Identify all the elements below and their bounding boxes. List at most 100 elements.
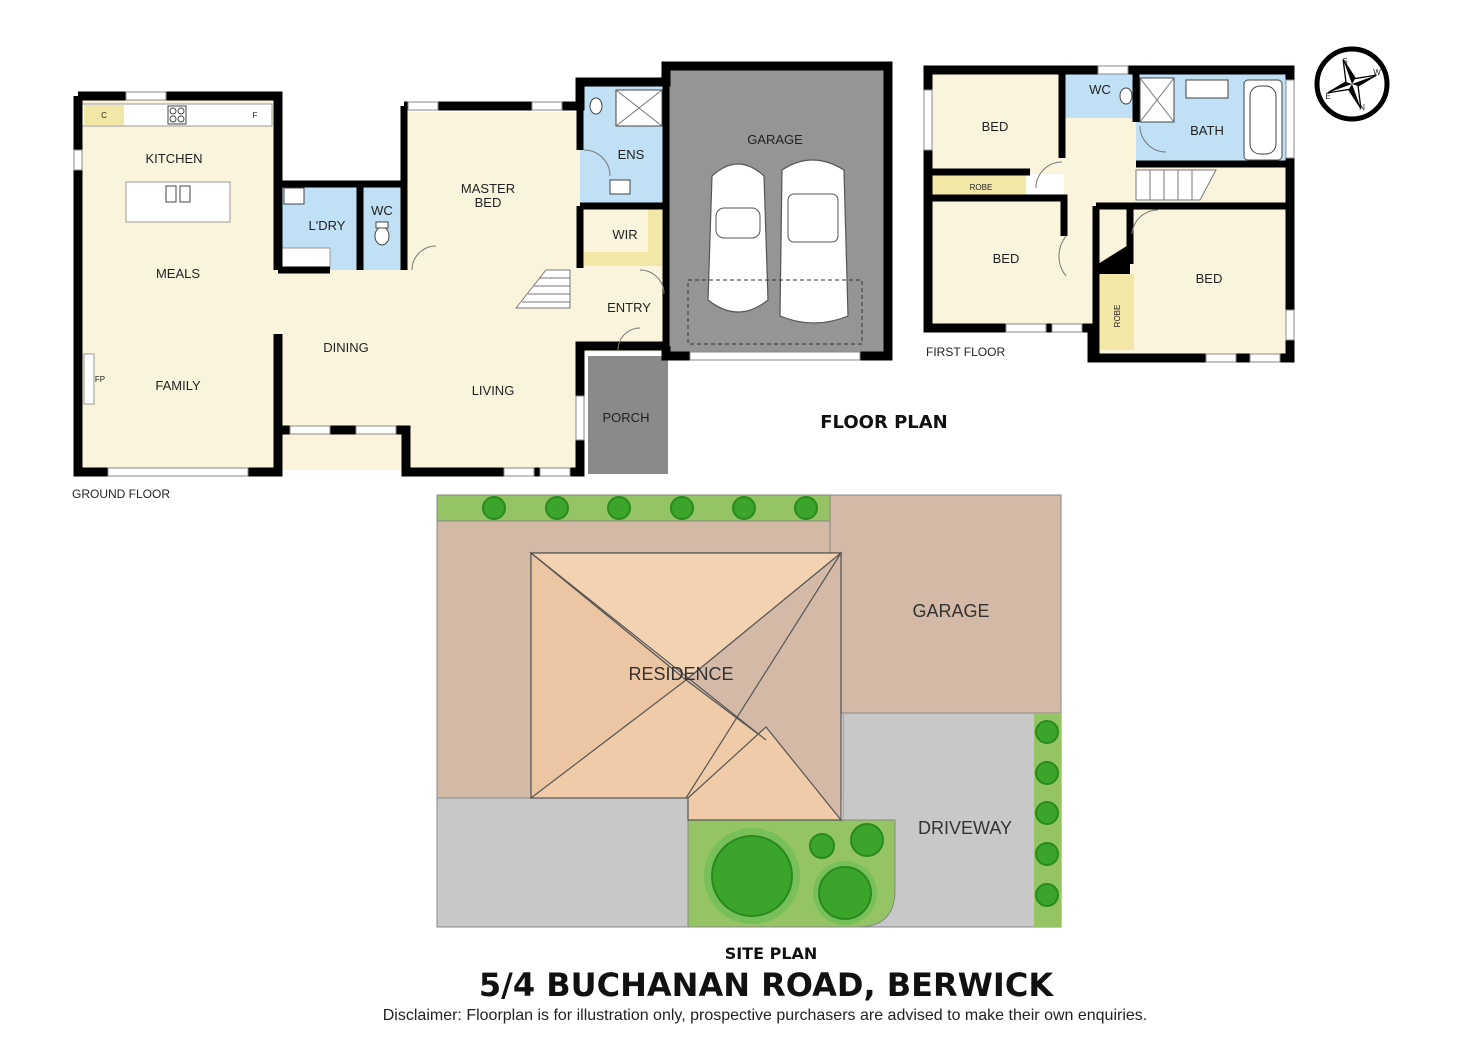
door-swing <box>1035 161 1063 189</box>
residence-roof <box>529 551 843 822</box>
porch-area <box>588 356 668 474</box>
compass-rose-icon: S W E N <box>1314 46 1390 122</box>
site-label-residence: RESIDENCE <box>628 664 733 684</box>
wir-shelf-side <box>648 206 662 266</box>
window <box>1285 309 1295 341</box>
room-label-meals: MEALS <box>156 266 200 281</box>
room-label-porch: PORCH <box>603 410 650 425</box>
stairs <box>1135 169 1217 201</box>
room-label-laundry: L'DRY <box>309 218 346 233</box>
sink-icon <box>165 185 177 203</box>
window <box>355 425 397 435</box>
garage-door-line <box>687 279 863 345</box>
door-swing <box>1139 125 1167 153</box>
room-label-dining: DINING <box>323 340 369 355</box>
window <box>125 91 167 101</box>
room-label-wc-upper: WC <box>1089 82 1111 97</box>
fireplace-label: FP <box>95 375 105 384</box>
room-label-wc: WC <box>371 203 393 218</box>
wir-shelf <box>584 252 662 266</box>
room-label-robe-1: ROBE <box>970 183 993 192</box>
toilet-icon <box>374 226 390 246</box>
site-plan: RESIDENCE GARAGE DRIVEWAY <box>436 494 1062 928</box>
toilet-icon <box>1119 87 1133 105</box>
window <box>575 395 585 441</box>
sink-icon <box>179 185 191 203</box>
door-swing <box>617 327 641 351</box>
window <box>1205 353 1237 363</box>
window <box>73 149 83 171</box>
stairs <box>514 269 571 309</box>
robe2-area <box>1100 274 1134 350</box>
disclaimer-text: Disclaimer: Floorplan is for illustratio… <box>383 1007 1147 1024</box>
window <box>107 467 249 477</box>
room-label-bed-2: BED <box>993 251 1020 266</box>
garage-area <box>666 70 884 352</box>
room-label-garage: GARAGE <box>747 132 803 147</box>
car-icon <box>779 159 849 324</box>
room-label-robe-2: ROBE <box>1113 305 1122 328</box>
room-label-master-bed-line2: BED <box>475 195 502 210</box>
room-label-bed-3: BED <box>1196 271 1223 286</box>
property-address-title: 5/4 BUCHANAN ROAD, BERWICK <box>479 966 1054 1004</box>
site-plan-heading: SITE PLAN <box>725 944 818 963</box>
window <box>531 101 563 111</box>
site-label-garage: GARAGE <box>912 601 989 621</box>
vanity-icon <box>1185 79 1229 99</box>
site-label-driveway: DRIVEWAY <box>918 818 1012 838</box>
window <box>407 101 439 111</box>
door-swing <box>411 245 437 271</box>
room-label-living: LIVING <box>472 383 515 398</box>
window <box>503 467 535 477</box>
ground-floor-plan: C F KITCHEN MEALS FAMILY FP L'DRY WC MAS… <box>72 61 893 501</box>
ground-interior-wall <box>278 82 670 350</box>
first-exterior-wall <box>923 65 1295 363</box>
first-interior-wall <box>928 74 1286 358</box>
window <box>1051 323 1083 333</box>
pantry-c <box>84 105 124 125</box>
compass-letter-n: N <box>1359 103 1365 112</box>
toilet-icon <box>589 97 603 115</box>
compass-letter-e: E <box>1325 92 1330 101</box>
room-label-family: FAMILY <box>155 378 201 393</box>
door-swing <box>1131 209 1159 235</box>
robe1-area <box>932 174 1026 198</box>
window <box>923 89 933 151</box>
site-garage-roof <box>829 494 1062 714</box>
window <box>539 467 571 477</box>
entry-area <box>580 268 666 352</box>
floor-label-ground: GROUND FLOOR <box>72 487 170 501</box>
bed1-area <box>932 74 1064 174</box>
compass-letter-s: S <box>1342 57 1347 66</box>
floor-label-first: FIRST FLOOR <box>926 345 1005 359</box>
garden-trees <box>704 823 884 925</box>
window <box>1285 79 1295 159</box>
room-label-entry: ENTRY <box>607 300 651 315</box>
site-paving-left <box>436 797 689 928</box>
laundry-bench <box>279 247 331 269</box>
fridge-label: F <box>253 111 258 120</box>
kitchen-meals-family-area <box>78 100 278 470</box>
room-label-master-bed-line1: MASTER <box>461 181 515 196</box>
door-swing <box>639 269 665 295</box>
window <box>1097 65 1129 75</box>
room-label-kitchen: KITCHEN <box>145 151 202 166</box>
first-wall-block <box>1098 244 1130 274</box>
window <box>289 425 331 435</box>
compass-letter-w: W <box>1373 68 1381 77</box>
room-label-bath: BATH <box>1190 123 1224 138</box>
laundry-tub-icon <box>283 187 305 205</box>
car-icon <box>707 163 769 313</box>
fireplace <box>83 353 95 405</box>
room-label-ensuite: ENS <box>618 147 645 162</box>
pantry-label: C <box>101 111 107 120</box>
door-swing <box>1058 235 1067 277</box>
vanity-icon <box>609 179 631 195</box>
room-label-bed-1: BED <box>982 119 1009 134</box>
hedge-trees <box>482 496 1059 907</box>
window <box>1249 353 1281 363</box>
room-label-wir: WIR <box>612 227 637 242</box>
kitchen-island <box>125 181 231 223</box>
master-bed-area <box>404 112 580 270</box>
